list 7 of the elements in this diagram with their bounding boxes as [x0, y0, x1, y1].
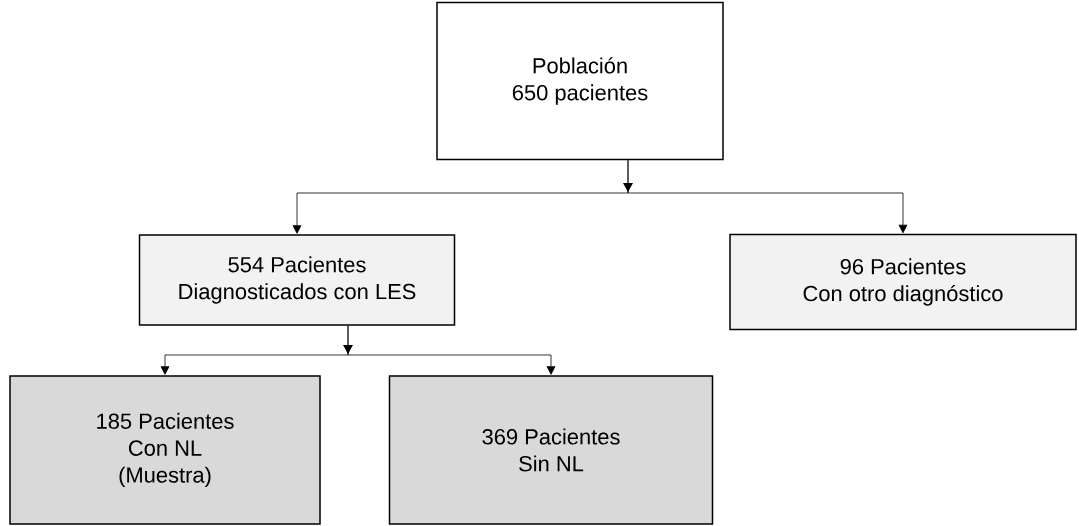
process-box: 369 Pacientes Sin NL	[388, 375, 714, 525]
process-box: 96 Pacientes Con otro diagnóstico	[729, 233, 1077, 331]
arrow	[627, 159, 908, 234]
process-box: Población 650 pacientes	[436, 1, 724, 161]
process-box: 185 Pacientes Con NL (Muestra)	[9, 375, 321, 525]
arrow	[347, 325, 556, 375]
process-box: 554 Pacientes Diagnosticados con LES	[138, 234, 456, 326]
